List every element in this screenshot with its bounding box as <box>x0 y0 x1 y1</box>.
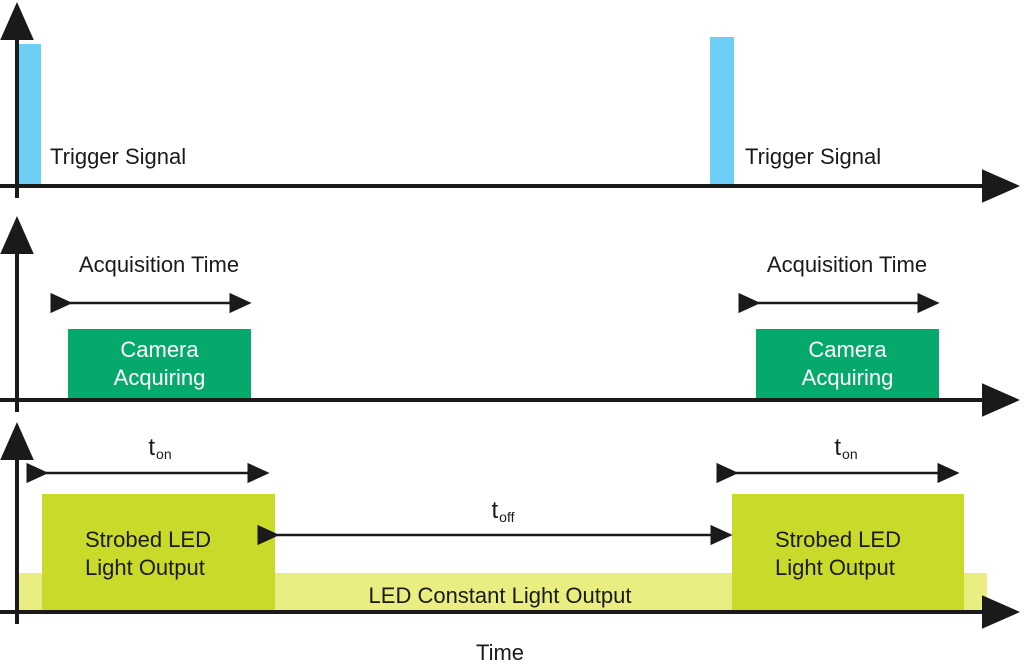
t-on-label-1: ton <box>80 434 240 462</box>
camera-acquiring-box-2 <box>756 329 939 400</box>
t-on-sub: on <box>156 446 172 462</box>
trigger-signal-label-1: Trigger Signal <box>50 144 187 169</box>
t-on-label-2: ton <box>766 434 926 462</box>
acquisition-time-label-1: Acquisition Time <box>78 252 240 277</box>
t-on-base: t <box>148 434 156 461</box>
strobed-led-box-2 <box>732 494 964 612</box>
t-off-base: t <box>491 497 499 524</box>
trigger-pulse-2 <box>710 37 734 186</box>
acquisition-time-label-2: Acquisition Time <box>766 252 928 277</box>
t-on-base: t <box>834 434 842 461</box>
camera-acquiring-box-1 <box>68 329 251 400</box>
trigger-signal-label-2: Trigger Signal <box>745 144 882 169</box>
t-on-sub: on <box>842 446 858 462</box>
led-constant-light-output-label: LED Constant Light Output <box>368 583 632 608</box>
trigger-pulse-1 <box>18 44 41 186</box>
t-off-sub: off <box>499 509 515 525</box>
panel-trigger-axes <box>0 2 1020 203</box>
time-axis-label: Time <box>475 640 525 665</box>
strobed-led-box-1 <box>42 494 275 612</box>
t-off-label: toff <box>423 497 583 525</box>
